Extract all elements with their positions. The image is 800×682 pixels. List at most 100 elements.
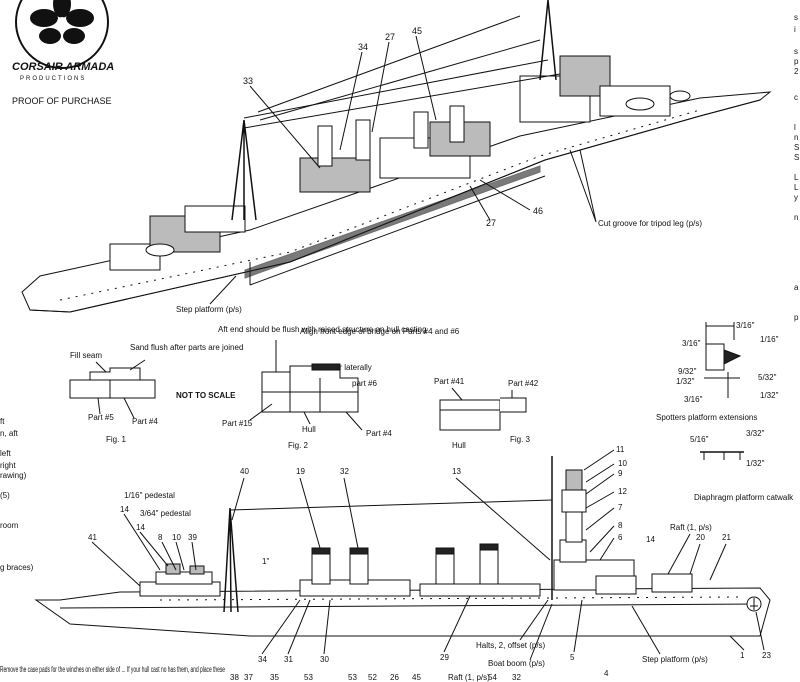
callout: 8 xyxy=(158,533,163,542)
callout: 31 xyxy=(284,655,293,664)
callout: 26 xyxy=(390,673,399,682)
callout: 34 xyxy=(358,42,368,52)
dim-label: 3/32" xyxy=(746,429,765,438)
halts-label: Halts, 2, offset (p/s) xyxy=(476,641,546,650)
brand-logo xyxy=(15,0,109,69)
fig3-caption: Fig. 3 xyxy=(510,435,531,444)
callout: 46 xyxy=(533,206,543,216)
brand-sub: PRODUCTIONS xyxy=(20,76,86,82)
part15-label: Part #15 xyxy=(222,419,253,428)
aft-end-note: Aft end should be flush with raised stru… xyxy=(218,325,427,334)
callout: 11 xyxy=(616,445,625,454)
center-note: Center laterally xyxy=(318,363,372,372)
callout: 54 xyxy=(488,673,497,682)
fragment: s xyxy=(794,47,798,56)
right-edge-text: s i s p 2 c l n S S L L y n a p xyxy=(794,13,799,322)
bottom-callout-row: 38 37 35 53 53 52 26 45 54 32 4 Raft (1,… xyxy=(230,669,609,682)
raft-label: Raft (1, p/s) xyxy=(448,673,490,682)
dim-label: 1/32" xyxy=(746,459,765,468)
step-platform-label: Step platform (p/s) xyxy=(176,305,242,314)
sand-flush-label: Sand flush after parts are joined xyxy=(130,343,243,352)
callout: 29 xyxy=(440,653,449,662)
fragment: S xyxy=(794,153,799,162)
callout: 34 xyxy=(258,655,267,664)
callout: 23 xyxy=(762,651,771,660)
part42-label: Part #42 xyxy=(508,379,539,388)
flower-emblem-icon xyxy=(30,0,94,44)
dim-label: 9/32" xyxy=(678,367,697,376)
callout: 35 xyxy=(270,673,279,682)
callout: 13 xyxy=(452,467,461,476)
side-view-ship xyxy=(34,456,771,637)
pedestal-note: 3/64" pedestal xyxy=(140,509,191,518)
fig1-caption: Fig. 1 xyxy=(106,435,127,444)
fragment: left xyxy=(0,449,11,458)
callout: 12 xyxy=(618,487,627,496)
dim-label: 5/16" xyxy=(690,435,709,444)
top-view-callouts: 34 27 45 33 46 27 xyxy=(243,26,543,228)
callout: 6 xyxy=(618,533,623,542)
left-edge-text: ft n, aft left right rawing) (5) room g … xyxy=(0,417,34,572)
fig2-caption: Fig. 2 xyxy=(288,441,309,450)
dim-label: 1/32" xyxy=(760,391,779,400)
fragment: 2 xyxy=(794,67,799,76)
fig3-diagram: Part #41 Part #42 Hull Fig. 3 xyxy=(434,377,539,450)
step-platform-label: Step platform (p/s) xyxy=(642,655,708,664)
callout: 20 xyxy=(696,533,705,542)
fragment: n xyxy=(794,213,798,222)
part5-label: Part #5 xyxy=(88,413,114,422)
callout: 40 xyxy=(240,467,249,476)
fragment: L xyxy=(794,173,799,182)
dim-label: 3/16" xyxy=(684,395,703,404)
fragment: l xyxy=(794,123,796,132)
footer-instruction: Remove the case pads for the winches on … xyxy=(0,665,225,674)
spotters-title: Spotters platform extensions xyxy=(656,413,757,422)
callout: 14 xyxy=(136,523,145,532)
callout: 10 xyxy=(618,459,627,468)
callout: 27 xyxy=(385,32,395,42)
fragment: L xyxy=(794,183,799,192)
dim-label: 3/16" xyxy=(682,339,701,348)
dim-label: 5/32" xyxy=(758,373,777,382)
callout: 4 xyxy=(604,669,609,678)
dimension-note: 1" xyxy=(262,557,269,566)
cut-groove-label: Cut groove for tripod leg (p/s) xyxy=(598,219,702,228)
dim-label: 3/16" xyxy=(736,321,755,330)
callout: 53 xyxy=(348,673,357,682)
callout: 53 xyxy=(304,673,313,682)
not-to-scale: NOT TO SCALE xyxy=(176,391,236,400)
spotters-platform-diagram: 3/16" 3/16" 1/16" 9/32" 5/32" 1/32" 1/32… xyxy=(656,321,779,468)
fragment: n, aft xyxy=(0,429,19,438)
fragment: p xyxy=(794,57,799,66)
hull-label: Hull xyxy=(452,441,466,450)
callout: 33 xyxy=(243,76,253,86)
callout: 7 xyxy=(618,503,623,512)
callout: 45 xyxy=(412,673,421,682)
hull-label: Hull xyxy=(302,425,316,434)
side-view-callouts: 40 19 32 13 11 10 9 12 7 8 6 14 14 14 8 … xyxy=(88,445,794,668)
fig2-diagram: Aft end should be flush with raised stru… xyxy=(218,325,460,450)
fragment: s xyxy=(794,13,798,22)
diaphragm-label: Diaphragm platform catwalk xyxy=(694,493,794,502)
fig1-diagram: Fill seam Sand flush after parts are joi… xyxy=(69,343,243,444)
proof-of-purchase: PROOF OF PURCHASE xyxy=(12,96,112,106)
callout: 45 xyxy=(412,26,422,36)
callout: 27 xyxy=(486,218,496,228)
fragment: n xyxy=(794,133,798,142)
fragment: rawing) xyxy=(0,471,27,480)
callout: 30 xyxy=(320,655,329,664)
part4-label: Part #4 xyxy=(366,429,392,438)
callout: 14 xyxy=(120,505,129,514)
callout: 5 xyxy=(570,653,575,662)
fragment: room xyxy=(0,521,19,530)
part6-label: part #6 xyxy=(352,379,377,388)
cut-groove-leader xyxy=(569,149,597,223)
part4-label: Part #4 xyxy=(132,417,158,426)
top-view-ship xyxy=(21,0,772,313)
callout: 52 xyxy=(368,673,377,682)
callout: 37 xyxy=(244,673,253,682)
fragment: (5) xyxy=(0,491,10,500)
callout: 41 xyxy=(88,533,97,542)
callout: 38 xyxy=(230,673,239,682)
